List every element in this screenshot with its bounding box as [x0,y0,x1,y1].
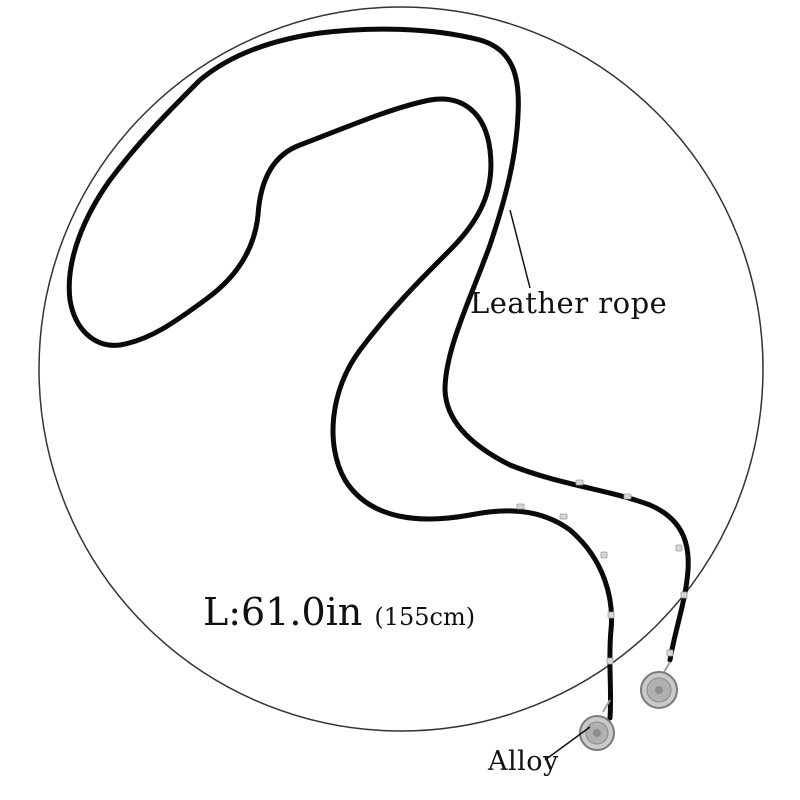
alloy-callout-line [544,726,591,761]
length-imperial: L:61.0in [203,590,363,634]
length-label: L:61.0in (155cm) [203,590,475,634]
coin-pendant-left [579,699,615,751]
circle-frame [38,6,764,732]
length-metric: (155cm) [374,603,476,631]
leather-rope [66,26,691,721]
rope-callout-line [509,209,531,289]
silver-beads [516,479,688,665]
coin-pendant-right [640,661,678,709]
alloy-label: Alloy [488,746,559,777]
leather-rope-label: Leather rope [470,286,668,320]
